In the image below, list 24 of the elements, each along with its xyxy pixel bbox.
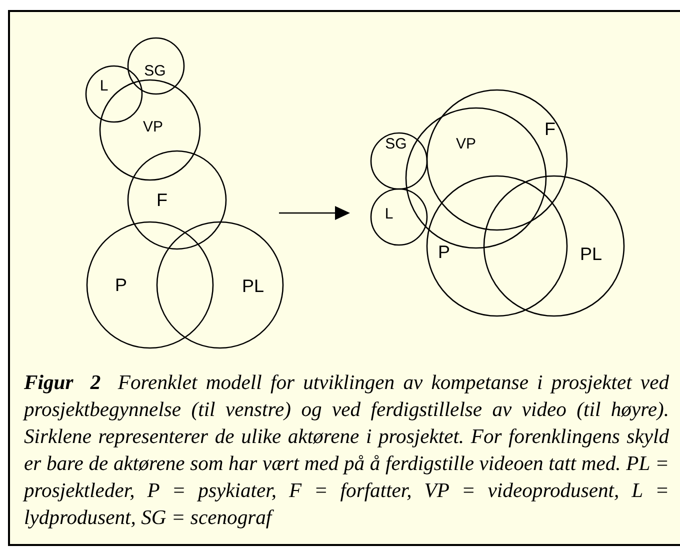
actor-circle: [370, 132, 428, 190]
actor-circle: [483, 175, 625, 317]
actor-circle: [370, 188, 428, 246]
actor-circle: [85, 65, 143, 123]
figure-caption: Figur 2 Forenklet modell for utviklingen av kompetanse i prosjektet ved prosjektbegynnelse (til venstre) og ved ferdigstillelse av video (til høyre). Sirklene representerer de ulike aktørene i prosjektet. For forenklingens skyld er bare de aktørene som har vært med på å ferdigstille videoen tatt med. PL = prosjektleder, P = psykiater, F = forfatter, VP = videoprodusent, L = lydprodusent, SG = scenograf: [24, 371, 669, 531]
actor-label: L: [100, 78, 108, 94]
actor-circle: [156, 221, 284, 349]
actor-label: L: [384, 206, 394, 222]
actor-label: P: [438, 242, 450, 262]
actor-label: F: [544, 119, 556, 139]
actor-circle: [127, 37, 185, 95]
actor-circle: [127, 150, 227, 250]
actor-label: SG: [144, 62, 166, 80]
actor-circle: [426, 175, 568, 317]
actor-label: PL: [242, 276, 264, 296]
actor-circle: [426, 89, 568, 231]
actor-circle: [99, 79, 201, 181]
actor-label: P: [115, 275, 127, 295]
actor-label: F: [156, 190, 168, 210]
actor-label: PL: [580, 244, 602, 264]
actor-label: VP: [456, 136, 476, 152]
actor-label: SG: [385, 136, 407, 152]
actor-circle: [86, 221, 214, 349]
actor-label: VP: [143, 118, 163, 136]
